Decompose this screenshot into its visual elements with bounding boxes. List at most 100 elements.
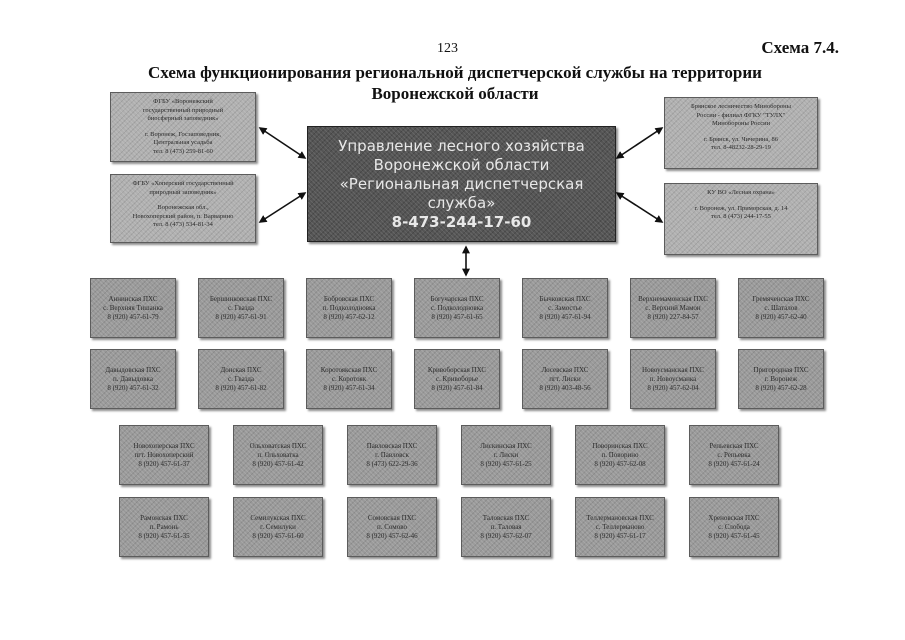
pkhs-location: г. Лиски <box>493 450 519 459</box>
pkhs-name: Репьевская ПХС <box>709 441 759 450</box>
pkhs-phone: 8 (920) 457-62-46 <box>366 531 418 540</box>
pkhs-name: Кривоборская ПХС <box>427 365 487 374</box>
pkhs-name: Сомовская ПХС <box>367 513 417 522</box>
pkhs-name: Лискинская ПХС <box>480 441 532 450</box>
pkhs-location: п. Рамонь <box>149 522 179 531</box>
diagram-title: Схема функционирования региональной дисп… <box>60 62 850 104</box>
pkhs-location: с. Гвазда <box>227 374 254 383</box>
arrow-left-bottom <box>258 192 307 223</box>
pkhs-phone: 8 (920) 457-61-91 <box>215 312 267 321</box>
pkhs-location: с. Коротояк <box>331 374 367 383</box>
pkhs-name: Новохоперская ПХС <box>133 441 195 450</box>
pkhs-name: Хреновская ПХС <box>708 513 760 522</box>
side-box-line: Минобороны России <box>711 120 771 127</box>
pkhs-name: Пригородная ПХС <box>753 365 809 374</box>
pkhs-name: Давыдовская ПХС <box>105 365 161 374</box>
pkhs-phone: 8 (920) 457-61-37 <box>138 459 190 468</box>
pkhs-name: Гремяченская ПХС <box>752 294 810 303</box>
pkhs-name: Лосевская ПХС <box>541 365 589 374</box>
pkhs-name: Коротоякская ПХС <box>320 365 378 374</box>
pkhs-phone: 8 (473) 622-29-36 <box>366 459 418 468</box>
pkhs-phone: 8 (920) 457-61-79 <box>107 312 159 321</box>
side-box-line: Новохоперский район, п. Варварино <box>132 212 234 220</box>
pkhs-name: Новоусманская ПХС <box>642 365 704 374</box>
pkhs-phone: 8 (920) 457-61-65 <box>431 312 483 321</box>
pkhs-phone: 8 (920) 457-61-25 <box>480 459 532 468</box>
side-box-line: КУ ВО «Лесная охрана» <box>707 189 775 196</box>
side-box-line: государственный природный <box>142 106 224 114</box>
side-box-right-bottom: КУ ВО «Лесная охрана» г. Воронеж, ул. При… <box>664 183 818 255</box>
pkhs-location: г. Павловск <box>375 450 409 459</box>
pkhs-location: п. Подколодновка <box>322 303 376 312</box>
pkhs-phone: 8 (920) 457-62-07 <box>480 531 532 540</box>
pkhs-phone: 8 (920) 457-61-60 <box>252 531 304 540</box>
pkhs-name: Таловская ПХС <box>482 513 530 522</box>
side-box-line: г. Брянск, ул. Чичерина, 86 <box>703 135 779 143</box>
side-box-line: тел. 8 (473) 244-17-55 <box>711 213 771 220</box>
main-dispatch-box: Управление лесного хозяйства Воронежской… <box>307 126 616 242</box>
pkhs-phone: 8 (920) 457-62-04 <box>647 383 699 392</box>
arrow-right-bottom <box>615 192 664 223</box>
page-number: 123 <box>437 41 458 56</box>
pkhs-phone: 8 (920) 457-61-34 <box>323 383 375 392</box>
arrow-left-top <box>258 127 307 159</box>
pkhs-name: Поворинская ПХС <box>592 441 648 450</box>
side-box-line: ФГБУ «Хоперский государственный <box>132 180 234 187</box>
title-line-1: Схема функционирования региональной дисп… <box>148 63 762 82</box>
pkhs-name: Ольховатская ПХС <box>249 441 307 450</box>
side-box-line: биосферный заповедник» <box>147 115 219 122</box>
main-phone: 8-473-244-17-60 <box>391 212 532 231</box>
pkhs-phone: 8 (920) 457-62-28 <box>755 383 807 392</box>
pkhs-phone: 8 (920) 457-61-35 <box>138 531 190 540</box>
side-box-line: Брянское лесничество Минобороны <box>691 103 791 110</box>
pkhs-name: Павловская ПХС <box>366 441 418 450</box>
side-box-line: г. Воронеж, Госзаповедник, <box>145 130 221 138</box>
pkhs-location: пгт. Новохоперский <box>134 450 194 459</box>
pkhs-phone: 8 (920) 457-62-12 <box>323 312 375 321</box>
title-line-2: Воронежской области <box>371 84 539 103</box>
pkhs-location: с. Репьевка <box>717 450 751 459</box>
pkhs-name: Рамонская ПХС <box>140 513 188 522</box>
pkhs-phone: 8 (920) 457-61-42 <box>252 459 304 468</box>
pkhs-phone: 8 (920) 457-61-84 <box>431 383 483 392</box>
main-line-2: Воронежской области <box>373 155 550 174</box>
side-box-line: тел. 8 (473) 534-81-34 <box>153 221 213 228</box>
pkhs-location: с. Гвазда <box>227 303 254 312</box>
pkhs-location: п. Новоусманка <box>649 374 697 383</box>
side-box-line: г. Воронеж, ул. Приморская, д. 14 <box>694 204 788 212</box>
pkhs-location: с. Подколодновка <box>430 303 484 312</box>
pkhs-phone: 8 (920) 457-61-94 <box>539 312 591 321</box>
pkhs-location: с. Замостье <box>548 303 582 312</box>
pkhs-phone: 8 (920) 403-48-56 <box>539 383 591 392</box>
arrow-right-top <box>615 127 664 159</box>
pkhs-location: г. Семилуки <box>260 522 296 531</box>
scheme-label: Схема 7.4. <box>761 38 839 57</box>
pkhs-name: Теллермановская ПХС <box>586 513 654 522</box>
side-box-line: природный заповедник» <box>149 188 217 196</box>
pkhs-location: с. Теллерманово <box>595 522 645 531</box>
pkhs-name: Бобровская ПХС <box>323 294 375 303</box>
pkhs-phone: 8 (920) 457-61-45 <box>708 531 760 540</box>
main-line-4: служба» <box>427 193 496 212</box>
pkhs-location: п. Ольховатка <box>257 450 299 459</box>
